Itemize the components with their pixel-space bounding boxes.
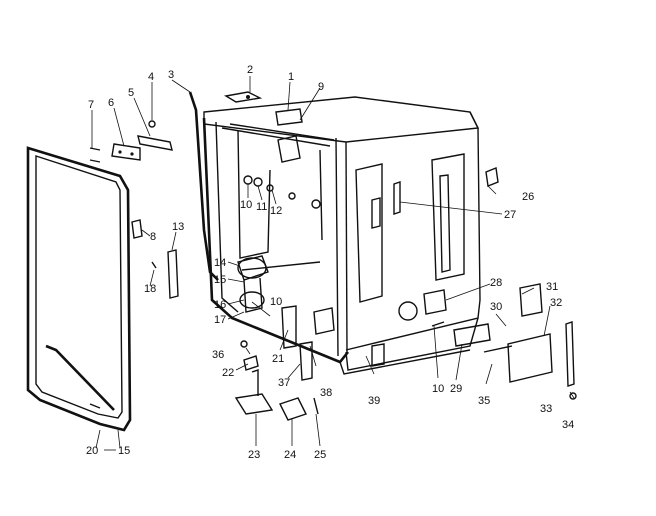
callout-2: 2 — [247, 64, 253, 76]
callout-7: 7 — [88, 99, 94, 111]
door-gasket — [26, 146, 132, 432]
callout-36: 36 — [212, 349, 224, 361]
callout-31: 31 — [546, 281, 558, 293]
callout-10-middle: 10 — [270, 296, 282, 308]
callout-17: 17 — [214, 314, 226, 326]
callout-30: 30 — [490, 301, 502, 313]
callout-4: 4 — [148, 71, 154, 83]
callout-34: 34 — [562, 419, 574, 431]
callout-6: 6 — [108, 97, 114, 109]
callout-16: 16 — [214, 299, 226, 311]
callout-22: 22 — [222, 367, 234, 379]
callout-9: 9 — [318, 81, 324, 93]
callout-38: 38 — [320, 387, 332, 399]
callout-14: 14 — [214, 257, 226, 269]
small-parts — [89, 91, 577, 421]
callout-24: 24 — [284, 449, 296, 461]
callout-35: 35 — [478, 395, 490, 407]
callout-27: 27 — [504, 209, 516, 221]
callout-12: 12 — [270, 205, 282, 217]
callout-33: 33 — [540, 403, 552, 415]
leader-lines — [91, 76, 575, 451]
callout-10-upper: 10 — [240, 199, 252, 211]
callout-labels: 1 2 3 4 5 6 7 8 9 10 11 12 13 14 15 16 1… — [86, 64, 574, 461]
callout-25: 25 — [314, 449, 326, 461]
callout-32: 32 — [550, 297, 562, 309]
callout-10-lower: 10 — [432, 383, 444, 395]
tub-assembly — [188, 91, 481, 375]
callout-21: 21 — [272, 353, 284, 365]
callout-8: 8 — [150, 231, 156, 243]
callout-37: 37 — [278, 377, 290, 389]
callout-15: 15 — [214, 274, 226, 286]
callout-13: 13 — [172, 221, 184, 233]
callout-26: 26 — [522, 191, 534, 203]
callout-5: 5 — [128, 87, 134, 99]
callout-3: 3 — [168, 69, 174, 81]
callout-28: 28 — [490, 277, 502, 289]
callout-29: 29 — [450, 383, 462, 395]
callout-15-lower: 15 — [118, 445, 130, 457]
callout-18: 18 — [144, 283, 156, 295]
callout-11: 11 — [256, 201, 267, 213]
callout-39: 39 — [368, 395, 380, 407]
callout-20: 20 — [86, 445, 98, 457]
callout-23: 23 — [248, 449, 260, 461]
callout-1: 1 — [288, 71, 294, 83]
